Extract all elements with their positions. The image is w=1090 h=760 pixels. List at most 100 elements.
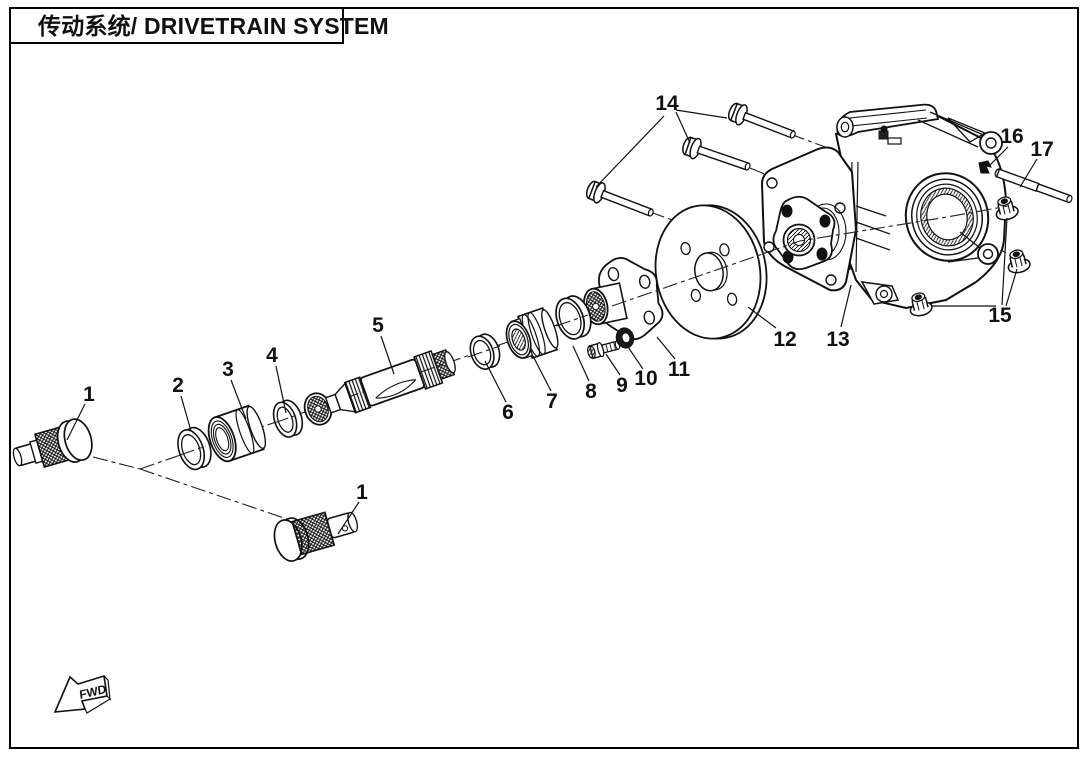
shaft-left-knob-hole — [314, 405, 322, 413]
bushing-step — [235, 408, 255, 454]
callout-label: 5 — [372, 314, 384, 337]
callout-label: 16 — [1000, 125, 1023, 148]
leader-line — [627, 346, 644, 370]
washer-hole — [621, 332, 631, 344]
housing-lower-boss-hole — [982, 248, 994, 260]
flange-hole-4 — [825, 274, 837, 286]
callout-label: 8 — [585, 380, 597, 403]
leader-line — [380, 335, 395, 375]
callout-label: 12 — [773, 328, 796, 351]
leader-line — [66, 403, 86, 441]
ring2-bore — [180, 434, 202, 466]
collar-bore — [511, 328, 526, 351]
fwd-indicator: FWD — [53, 674, 111, 714]
nut15-c — [909, 292, 933, 317]
leader-line — [840, 284, 852, 328]
leader-line — [988, 146, 1009, 167]
title-box-frame — [9, 7, 344, 44]
part-10-washer — [615, 327, 635, 349]
part-17-rod — [994, 168, 1073, 204]
leader-line — [605, 353, 621, 376]
leader-line — [230, 379, 247, 420]
part-9-bolt — [587, 340, 621, 360]
bolt9-head-face — [587, 345, 596, 360]
part-16-clip — [978, 160, 992, 174]
bolt14c-tip — [789, 130, 796, 139]
callout-label: 6 — [502, 401, 514, 424]
callout-label: 2 — [172, 374, 184, 397]
output-hub-hole-2 — [819, 214, 831, 228]
collar-face-ring — [508, 323, 529, 356]
hub-hole-3 — [643, 310, 656, 325]
nut15c-hole — [914, 294, 922, 300]
callout-4: 4 — [266, 344, 287, 414]
callout-8: 8 — [572, 345, 597, 403]
callout-12: 12 — [747, 306, 797, 351]
hub-boss-center — [592, 302, 600, 311]
bolt14b-tip — [744, 162, 751, 171]
callout-16: 16 — [988, 125, 1024, 167]
hub-hole-2 — [638, 274, 651, 289]
bushing-face-ring3 — [215, 427, 230, 452]
centerline-part1-upper — [92, 456, 141, 470]
part-15-nuts — [909, 196, 1031, 317]
callout-2: 2 — [172, 374, 192, 432]
callout-label: 11 — [668, 358, 691, 381]
part-2-ring — [177, 426, 212, 471]
callout-label: 7 — [546, 390, 558, 413]
plug-flange-front — [63, 418, 93, 462]
centerline-part1-lower — [139, 468, 288, 520]
bolt14-c — [727, 102, 796, 139]
callout-1-upper: 1 — [66, 383, 95, 441]
callout-label: 14 — [655, 92, 679, 115]
callout-13: 13 — [826, 284, 852, 351]
callout-1-lower: 1 — [337, 481, 368, 535]
ring2-front — [177, 429, 206, 471]
bolt14-b — [682, 136, 751, 171]
part-3-bushing — [207, 404, 267, 463]
output-hub-hole-4 — [816, 247, 828, 261]
plug2-pin-hole — [341, 525, 349, 532]
leader-line — [337, 501, 360, 535]
leader-line — [572, 345, 590, 382]
leader-line — [656, 336, 676, 360]
hub-hole-1 — [607, 266, 620, 282]
leader-line — [1019, 158, 1038, 188]
callout-label: 3 — [222, 358, 234, 381]
bushing-face-ring2 — [212, 423, 232, 455]
page-title: 传动系统/ DRIVETRAIN SYSTEM — [37, 13, 389, 39]
fwd-arrow-extrusion — [84, 675, 111, 714]
housing-top-bracket-lines — [849, 109, 928, 127]
part-11-wheel-hub — [583, 257, 664, 341]
flange-hole-3 — [834, 202, 846, 214]
ring8-front — [555, 297, 586, 340]
fwd-label: FWD — [79, 682, 108, 702]
housing-foot-hole — [879, 289, 889, 299]
bolt14a-tip — [647, 208, 654, 217]
centerline-over-ring4 — [273, 413, 301, 424]
bore-ring-inner — [926, 193, 968, 241]
callout-label: 1 — [83, 383, 95, 406]
callout-label: 1 — [356, 481, 368, 504]
callout-label: 9 — [616, 374, 628, 397]
callout-label: 10 — [634, 367, 657, 390]
part-1-plug-lower — [273, 511, 358, 562]
part-14-bolts — [585, 102, 796, 217]
shaft-right-tip — [444, 351, 456, 374]
part-7-collar — [505, 306, 559, 360]
nut15b-hole — [1012, 251, 1020, 257]
shaft-flat-cut — [375, 379, 417, 399]
housing-upper-boss-hole — [985, 137, 997, 149]
flange-hole-1 — [766, 177, 778, 189]
fwd-arrow-shape — [53, 674, 108, 713]
plug2-tip-end — [347, 511, 358, 533]
rod-tip — [1066, 195, 1073, 203]
part-13-gearcase-housing — [760, 103, 1008, 310]
vent-fitting-body — [887, 137, 902, 145]
plug-tip-end — [12, 447, 23, 467]
title-box: 传动系统/ DRIVETRAIN SYSTEM — [9, 7, 389, 44]
centerline-over-ring6 — [467, 345, 501, 358]
callout-label: 4 — [266, 344, 278, 367]
callout-14: 14 — [595, 92, 728, 188]
callout-3: 3 — [222, 358, 247, 420]
